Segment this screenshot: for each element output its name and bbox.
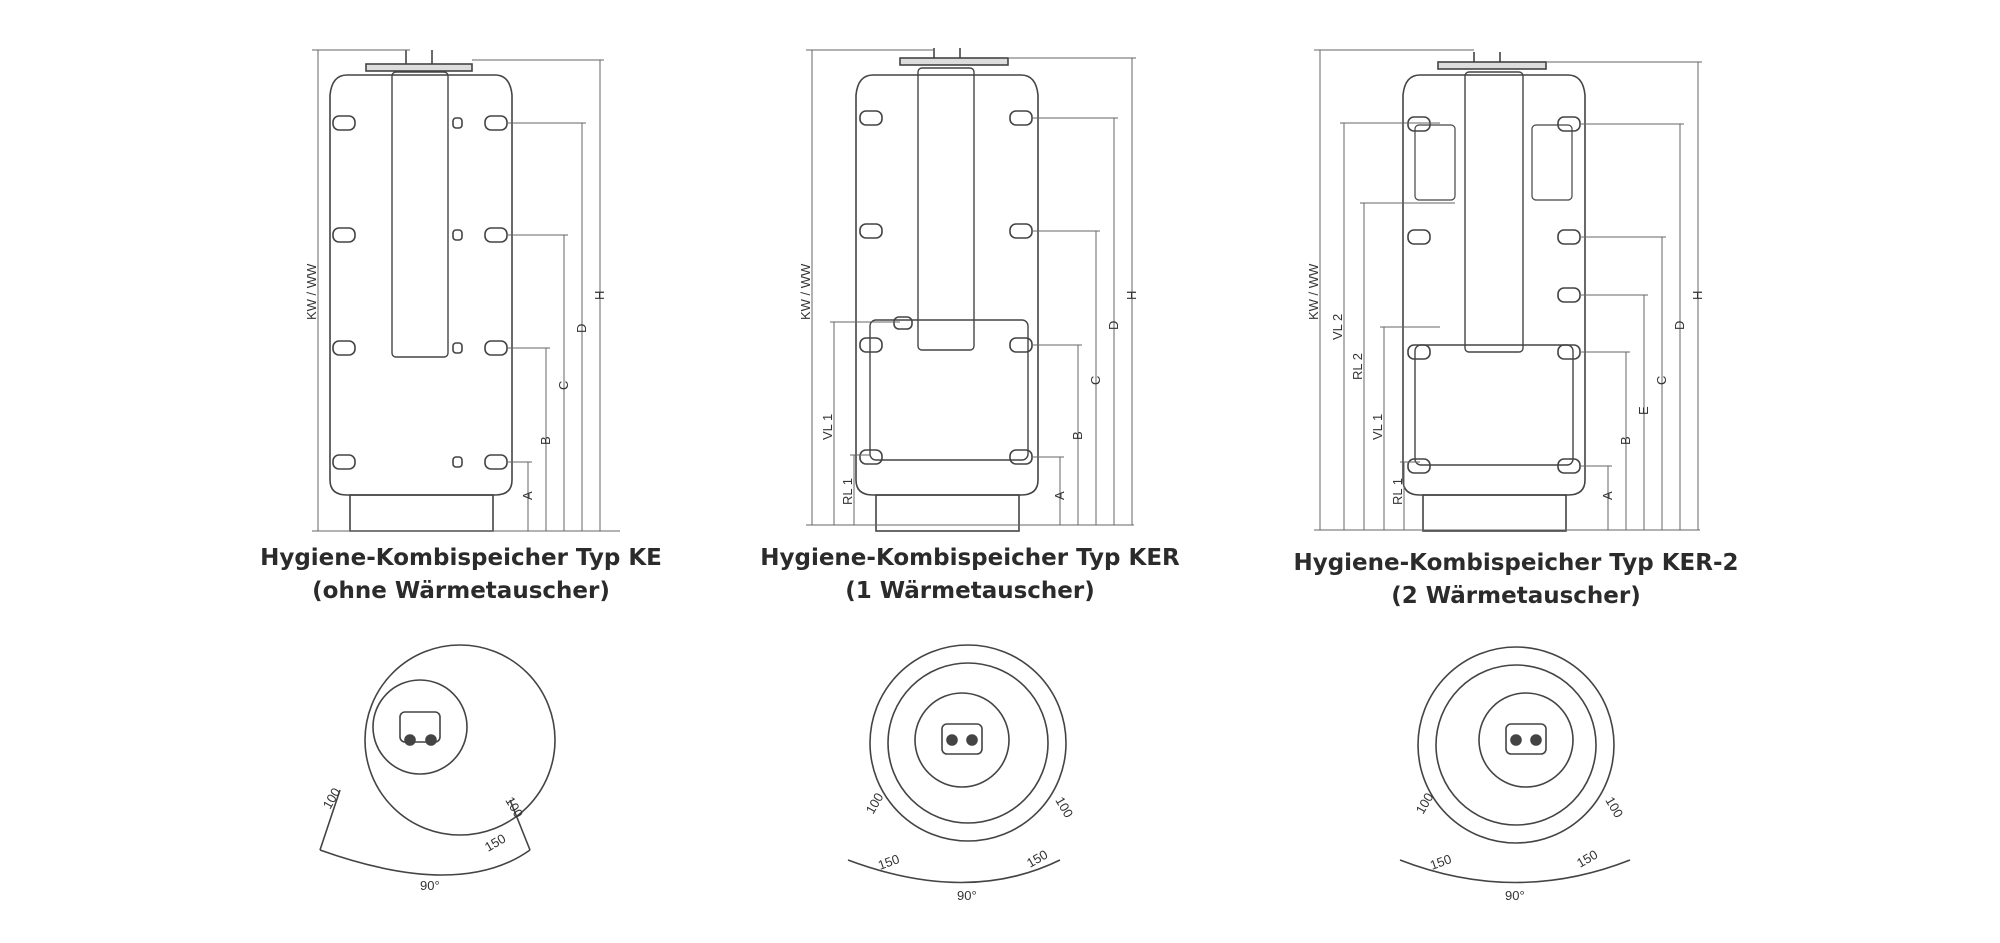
tank-body [329, 74, 513, 496]
title-line1: Hygiene-Kombispeicher Typ KE [260, 545, 662, 571]
label-a: A [1600, 491, 1615, 500]
label-vl1: VL 1 [820, 414, 835, 440]
offset-100-left: 100 [863, 790, 887, 816]
label-rl1: RL 1 [1390, 478, 1405, 505]
label-d: D [1106, 321, 1121, 330]
top-flange [1437, 61, 1547, 70]
tank-foot [1422, 494, 1567, 532]
top-view-ke [319, 644, 556, 876]
coil [391, 71, 449, 358]
angle-label: 90° [1505, 888, 1525, 903]
panel-ker2-labels: KW / WW VL 2 RL 2 VL 1 RL 1 A B E C D H … [1293, 263, 1738, 903]
offset-100-left: 100 [320, 785, 344, 811]
label-h: H [1690, 291, 1705, 300]
label-b: B [1070, 431, 1085, 440]
panel-ker-labels: KW / WW VL 1 RL 1 A B C D H Hygiene-Komb… [760, 263, 1180, 903]
label-c: C [1654, 376, 1669, 385]
tank-foot [349, 494, 494, 532]
top-view-ker [847, 644, 1067, 884]
title-line2: (ohne Wärmetauscher) [312, 578, 610, 604]
label-a: A [520, 491, 535, 500]
top-flange [365, 63, 473, 72]
offset-150-right: 150 [1574, 847, 1600, 871]
offset-150-right: 150 [1024, 847, 1050, 871]
label-c: C [556, 381, 571, 390]
label-kw-ww: KW / WW [1306, 263, 1321, 320]
top-flange [899, 57, 1009, 66]
label-kw-ww: KW / WW [304, 263, 319, 320]
panel-ke-labels: KW / WW A B C D H Hygiene-Kombispeicher … [260, 263, 662, 893]
stubs [1407, 116, 1581, 474]
coil-lower [869, 319, 1029, 461]
offset-150: 150 [482, 831, 508, 855]
coil-upper [917, 67, 975, 351]
label-h: H [592, 291, 607, 300]
tank-foot [875, 494, 1020, 532]
coil-center [1464, 71, 1524, 353]
angle-label: 90° [420, 878, 440, 893]
label-c: C [1088, 376, 1103, 385]
label-b: B [1618, 436, 1633, 445]
coil-lower [1414, 344, 1574, 466]
offset-100-right: 100 [502, 794, 526, 820]
label-rl2: RL 2 [1350, 353, 1365, 380]
title-line1: Hygiene-Kombispeicher Typ KER [760, 545, 1180, 571]
tank-body [1402, 74, 1586, 496]
stubs-left [332, 115, 356, 470]
label-d: D [574, 324, 589, 333]
dimension-lines [1314, 49, 1702, 531]
top-view-ker2 [1399, 646, 1631, 884]
stubs-right [452, 115, 508, 470]
title-line1: Hygiene-Kombispeicher Typ KER-2 [1293, 550, 1738, 576]
label-b: B [538, 436, 553, 445]
title-line2: (1 Wärmetauscher) [845, 578, 1095, 604]
offset-100-right: 100 [1052, 794, 1076, 820]
panel-ker2 [1314, 49, 1702, 884]
coil-upper-left [1414, 124, 1456, 201]
label-a: A [1052, 491, 1067, 500]
offset-100-right: 100 [1602, 794, 1626, 820]
dimension-lines [806, 49, 1136, 526]
dimension-lines [312, 49, 620, 532]
angle-label: 90° [957, 888, 977, 903]
label-e: E [1636, 406, 1651, 415]
label-vl1: VL 1 [1370, 414, 1385, 440]
label-rl1: RL 1 [840, 478, 855, 505]
label-d: D [1672, 321, 1687, 330]
title-line2: (2 Wärmetauscher) [1391, 583, 1641, 609]
offset-100-left: 100 [1413, 790, 1437, 816]
panel-ker [806, 48, 1136, 884]
coil-upper-right [1531, 124, 1573, 201]
label-kw-ww: KW / WW [798, 263, 813, 320]
panel-ke [312, 49, 620, 876]
label-vl2: VL 2 [1330, 314, 1345, 340]
tank-body [855, 74, 1039, 496]
stubs [859, 110, 1033, 465]
offset-150-left: 150 [876, 851, 902, 873]
offset-150-left: 150 [1428, 851, 1454, 873]
label-h: H [1124, 291, 1139, 300]
